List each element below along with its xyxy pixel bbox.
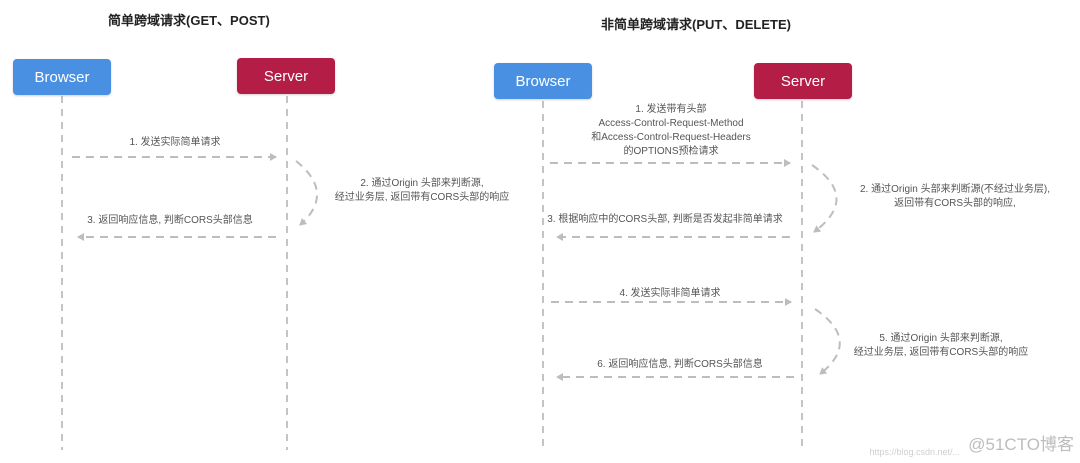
right-step1-line3: 和Access-Control-Request-Headers xyxy=(591,132,751,143)
left-arrow-2 xyxy=(295,160,318,226)
right-step2-line2: 返回带有CORS头部的响应, xyxy=(894,198,1016,209)
right-title: 非简单跨域请求(PUT、DELETE) xyxy=(601,17,791,32)
right-server-box: Server xyxy=(754,63,852,99)
left-browser-box: Browser xyxy=(13,59,111,95)
right-step2-line1: 2. 通过Origin 头部来判断源(不经过业务层), xyxy=(859,184,1051,195)
right-browser-box: Browser xyxy=(494,63,592,99)
left-step1-label: 1. 发送实际简单请求 xyxy=(129,137,221,148)
left-step2-line2: 经过业务层, 返回带有CORS头部的响应 xyxy=(334,192,510,203)
right-step1-line1: 1. 发送带有头部 xyxy=(635,104,707,115)
right-arrow-2 xyxy=(811,164,838,233)
left-title: 简单跨域请求(GET、POST) xyxy=(108,13,270,28)
watermark: @51CTO博客 xyxy=(968,435,1074,454)
left-step2-line1: 2. 通过Origin 头部来判断源, xyxy=(360,178,484,189)
left-step3-label: 3. 返回响应信息, 判断CORS头部信息 xyxy=(87,215,253,226)
right-step1-label: 1. 发送带有头部 Access-Control-Request-Method … xyxy=(591,103,751,159)
left-server-box: Server xyxy=(237,58,335,94)
right-step1-line4: 的OPTIONS预检请求 xyxy=(623,146,719,157)
right-arrow-5 xyxy=(814,308,841,375)
right-step1-line2: Access-Control-Request-Method xyxy=(598,118,744,129)
right-step5-line1: 5. 通过Origin 头部来判断源, xyxy=(879,333,1003,344)
right-step5-label: 5. 通过Origin 头部来判断源, 经过业务层, 返回带有CORS头部的响应 xyxy=(854,332,1028,360)
right-step3-label: 3. 根据响应中的CORS头部, 判断是否发起非简单请求 xyxy=(547,214,783,225)
right-step6-label: 6. 返回响应信息, 判断CORS头部信息 xyxy=(597,359,763,370)
right-step2-label: 2. 通过Origin 头部来判断源(不经过业务层), 返回带有CORS头部的响… xyxy=(860,183,1050,211)
right-step5-line2: 经过业务层, 返回带有CORS头部的响应 xyxy=(853,347,1029,358)
watermark-url: https://blog.csdn.net/... xyxy=(869,447,960,457)
left-step2-label: 2. 通过Origin 头部来判断源, 经过业务层, 返回带有CORS头部的响应 xyxy=(335,177,509,205)
right-step4-label: 4. 发送实际非简单请求 xyxy=(619,288,721,299)
